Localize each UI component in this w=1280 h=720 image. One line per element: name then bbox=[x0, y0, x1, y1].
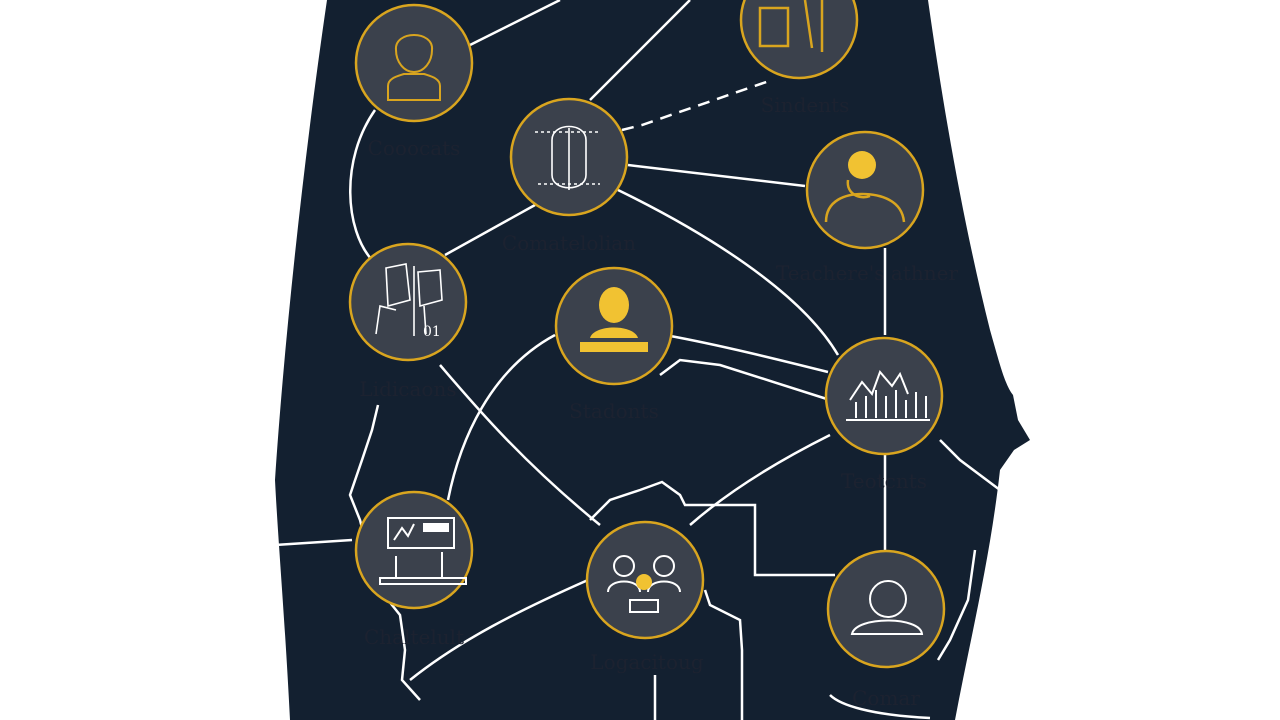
books-icon bbox=[758, 0, 824, 52]
node-label: Comatelolian bbox=[502, 231, 636, 255]
node-teotcnts[interactable]: Teotcnts bbox=[824, 336, 944, 493]
svg-text:01: 01 bbox=[423, 324, 441, 340]
person-icon bbox=[387, 34, 441, 101]
connector-lines bbox=[274, 0, 1001, 720]
node-teacheres-athner[interactable]: Teachere's athner bbox=[776, 130, 959, 285]
node-sindents[interactable]: Sindents bbox=[739, 0, 859, 117]
people-sketch-icon: 01 bbox=[375, 263, 443, 340]
node-label: Cooocats bbox=[368, 136, 461, 160]
node-label: Teotcnts bbox=[841, 469, 927, 493]
node-logacitoug[interactable]: Logacitoug bbox=[585, 520, 705, 674]
node-label: Stadonts bbox=[569, 399, 659, 423]
node-chaltelult[interactable]: Chaltelult bbox=[354, 490, 474, 649]
node-label: Teachere's athner bbox=[776, 261, 959, 285]
node-coocats[interactable]: Cooocats bbox=[354, 3, 474, 160]
node-label: Logacitoug bbox=[590, 650, 704, 674]
group-icon bbox=[607, 555, 681, 613]
user-outline-icon bbox=[850, 580, 924, 635]
node-comatelolian[interactable]: Comatelolian bbox=[502, 97, 636, 255]
person-headset-icon bbox=[824, 151, 906, 223]
node-label: Comar bbox=[852, 686, 920, 710]
bar-chart-icon bbox=[846, 370, 930, 421]
classroom-board-icon bbox=[379, 517, 467, 585]
node-comar[interactable]: Comar bbox=[826, 549, 946, 710]
node-label: Sindents bbox=[761, 93, 850, 117]
node-lidicaons[interactable]: 01 Lidicaons bbox=[348, 242, 468, 401]
student-icon bbox=[580, 287, 648, 352]
node-label: Lidicaons bbox=[359, 377, 456, 401]
node-label: Chaltelult bbox=[364, 625, 464, 649]
node-stadonts[interactable]: Stadonts bbox=[554, 266, 674, 423]
face-diagram-icon bbox=[535, 125, 600, 190]
